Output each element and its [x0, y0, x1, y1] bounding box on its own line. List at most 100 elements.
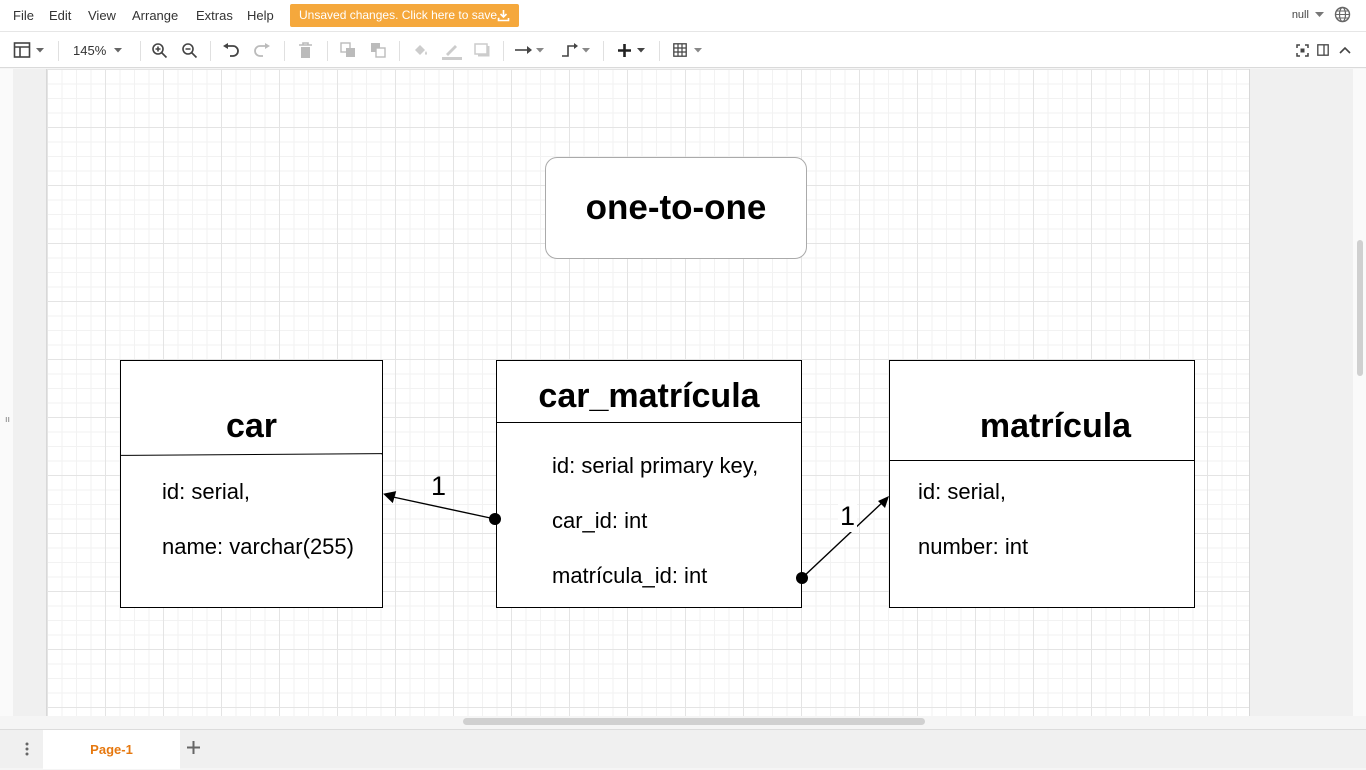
- entity-divider: [890, 460, 1194, 461]
- insert-button[interactable]: [617, 40, 645, 60]
- format-panel-button[interactable]: [13, 40, 44, 60]
- fill-color-button[interactable]: [412, 40, 430, 60]
- to-back-icon: [371, 42, 386, 58]
- chevron-down-icon: [582, 47, 590, 52]
- plus-icon: [187, 741, 200, 754]
- connector-car-matricula-to-matricula[interactable]: [796, 496, 889, 584]
- toolbar: 145%: [0, 31, 1366, 68]
- add-page-button[interactable]: [187, 738, 200, 758]
- entity-attribute: id: serial primary key,: [552, 453, 759, 478]
- entity-divider: [120, 453, 383, 456]
- download-icon: [497, 10, 510, 22]
- zoom-in-button[interactable]: [151, 40, 168, 60]
- shadow-button[interactable]: [474, 40, 490, 60]
- entity-divider: [497, 422, 801, 423]
- entity-attribute: number: int: [918, 534, 1029, 559]
- redo-icon: [254, 43, 270, 57]
- table-icon: [673, 43, 687, 57]
- entity-attribute: matrícula_id: int: [552, 563, 708, 588]
- user-menu[interactable]: null: [1292, 9, 1324, 21]
- user-name: null: [1291, 9, 1309, 21]
- divider: [603, 41, 604, 61]
- zoom-out-icon: [182, 42, 198, 58]
- chevron-down-icon: [536, 47, 544, 52]
- fullscreen-button[interactable]: [1296, 40, 1309, 60]
- zoom-dropdown[interactable]: 145%: [73, 40, 123, 60]
- chevron-down-icon: [1315, 12, 1324, 17]
- vertical-scrollbar[interactable]: [1353, 69, 1366, 716]
- diagram-canvas[interactable]: one-to-one car id: serial, name: varchar…: [13, 69, 1353, 716]
- menu-extras[interactable]: Extras: [196, 8, 233, 23]
- connectors-layer: [383, 491, 889, 584]
- collapse-toolbar-button[interactable]: [1339, 40, 1351, 60]
- chevron-down-icon: [637, 47, 645, 52]
- waypoint-icon: [562, 43, 578, 57]
- more-vertical-icon[interactable]: [24, 741, 30, 757]
- divider: [659, 41, 660, 61]
- paint-bucket-icon: [415, 44, 427, 55]
- redo-button[interactable]: [253, 40, 271, 60]
- page-tabs-bar: Page-1: [0, 729, 1366, 769]
- arrow-right-icon: [515, 46, 532, 54]
- entity-car[interactable]: car id: serial, name: varchar(255): [120, 360, 383, 608]
- delete-button[interactable]: [298, 40, 313, 60]
- chevron-up-icon: [1339, 46, 1351, 54]
- connection-style-button[interactable]: [515, 40, 544, 60]
- shadow-icon: [474, 43, 490, 57]
- divider: [284, 41, 285, 61]
- layout-panel-icon: [13, 42, 31, 58]
- entity-matricula[interactable]: matrícula id: serial, number: int: [889, 360, 1195, 608]
- undo-icon: [223, 43, 239, 57]
- chevron-down-icon: [36, 47, 44, 52]
- zoom-in-icon: [152, 42, 168, 58]
- vertical-scroll-thumb[interactable]: [1357, 240, 1363, 376]
- undo-button[interactable]: [222, 40, 240, 60]
- to-front-icon: [340, 41, 355, 57]
- globe-icon[interactable]: [1334, 6, 1351, 23]
- panel-icon: [1317, 44, 1329, 56]
- menu-file[interactable]: File: [13, 8, 34, 23]
- fullscreen-icon: [1296, 43, 1309, 57]
- table-button[interactable]: [673, 40, 702, 60]
- to-back-button[interactable]: [370, 40, 387, 60]
- save-banner-text: Unsaved changes. Click here to save.: [299, 8, 501, 22]
- divider: [210, 41, 211, 61]
- diagram-title[interactable]: one-to-one: [545, 157, 807, 259]
- line-color-button[interactable]: [442, 40, 462, 60]
- divider: [399, 41, 400, 61]
- entity-attribute: id: serial,: [918, 479, 1007, 504]
- plus-icon: [618, 43, 631, 57]
- menu-edit[interactable]: Edit: [49, 8, 72, 23]
- menu-bar: File Edit View Arrange Extras Help Unsav…: [0, 0, 1366, 31]
- divider: [503, 41, 504, 61]
- divider: [58, 41, 59, 61]
- to-front-button[interactable]: [340, 40, 357, 60]
- chevron-down-icon: [694, 47, 702, 52]
- pencil-icon: [442, 44, 462, 60]
- trash-icon: [299, 41, 312, 58]
- sidebar-collapse-gutter[interactable]: ıı: [0, 69, 14, 716]
- entity-title: matrícula: [979, 407, 1132, 445]
- tab-page-1[interactable]: Page-1: [43, 730, 180, 769]
- menu-view[interactable]: View: [88, 8, 116, 23]
- zoom-out-button[interactable]: [181, 40, 198, 60]
- entity-title: car_matrícula: [538, 377, 760, 415]
- connector-car-matricula-to-car[interactable]: [383, 491, 501, 525]
- connector-label[interactable]: 1: [838, 501, 858, 532]
- divider: [327, 41, 328, 61]
- toggle-panel-button[interactable]: [1317, 40, 1329, 60]
- entity-attribute: car_id: int: [552, 508, 648, 533]
- menu-arrange[interactable]: Arrange: [132, 8, 179, 23]
- chevron-down-icon: [114, 47, 123, 52]
- save-banner[interactable]: Unsaved changes. Click here to save.: [290, 4, 519, 27]
- divider: [140, 41, 141, 61]
- entity-title: car: [225, 407, 278, 445]
- diagram-page[interactable]: one-to-one car id: serial, name: varchar…: [46, 69, 1250, 716]
- drag-handle-icon[interactable]: ıı: [5, 414, 11, 424]
- entity-car-matricula[interactable]: car_matrícula id: serial primary key, ca…: [496, 360, 802, 608]
- horizontal-scroll-thumb[interactable]: [463, 718, 925, 725]
- waypoints-button[interactable]: [561, 40, 590, 60]
- entity-attribute: name: varchar(255): [162, 534, 354, 559]
- connector-label[interactable]: 1: [431, 471, 447, 501]
- menu-help[interactable]: Help: [247, 8, 274, 23]
